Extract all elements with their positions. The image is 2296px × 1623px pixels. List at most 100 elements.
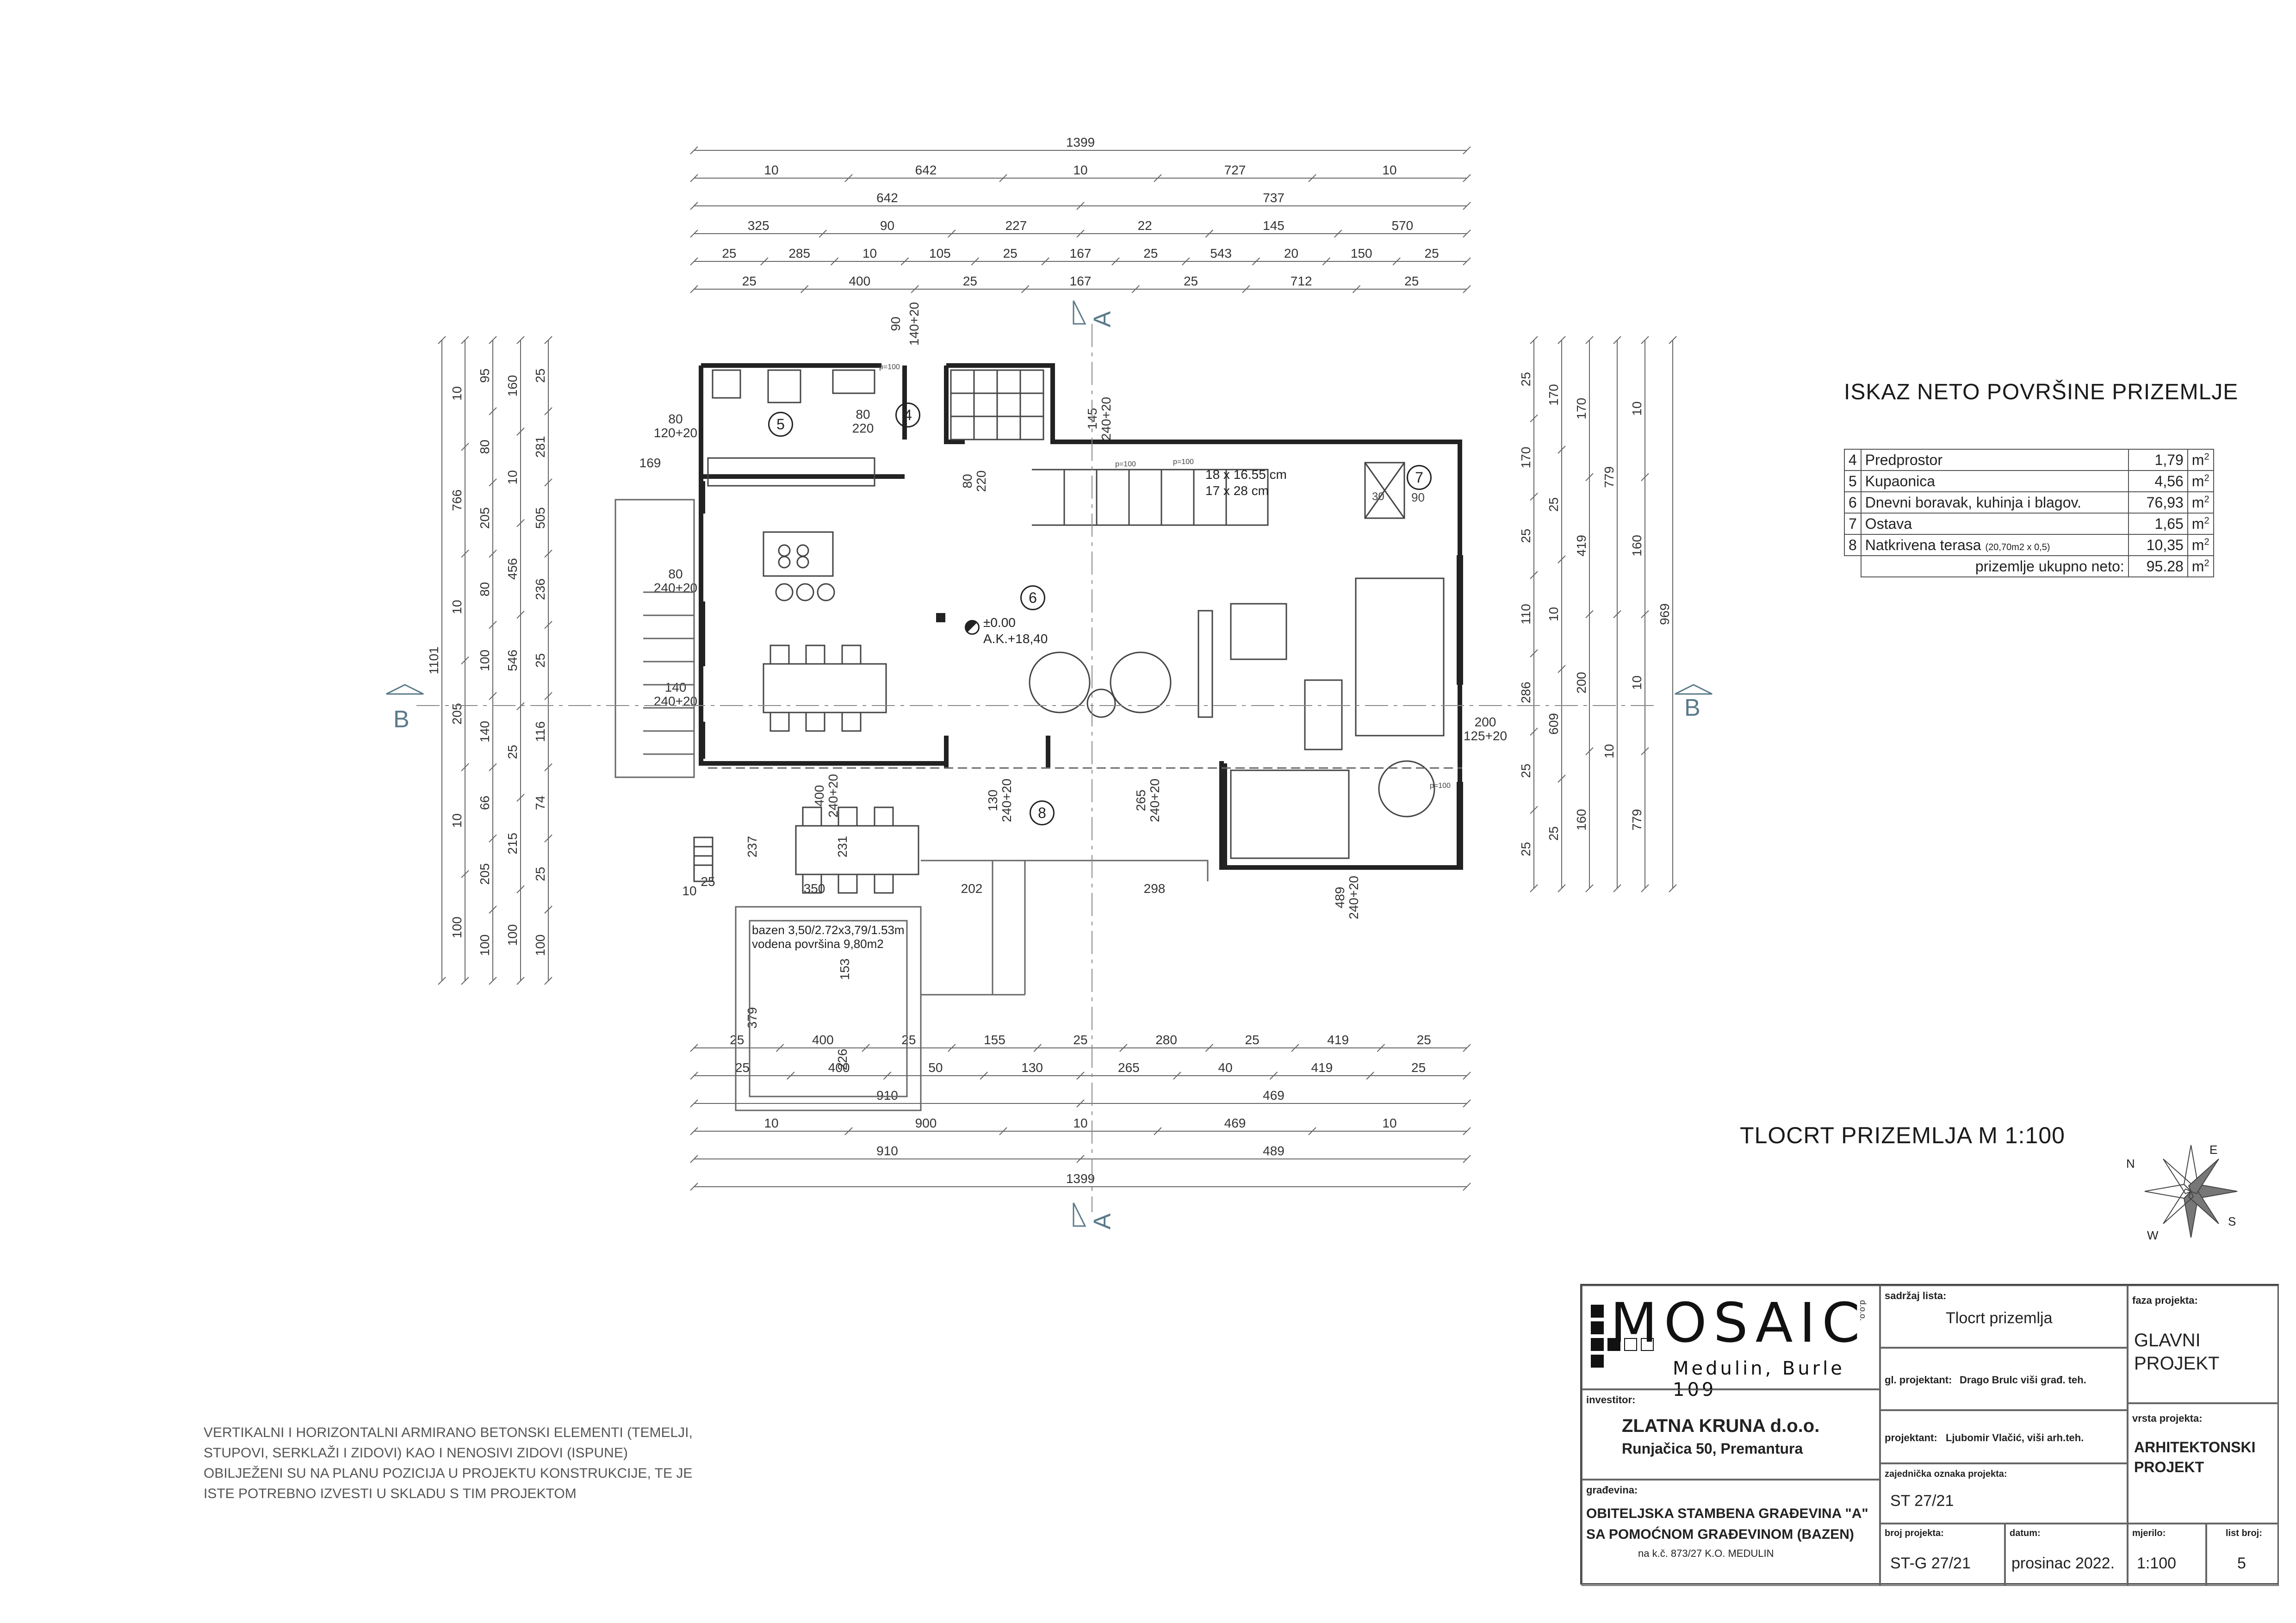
dimension-tick [489,336,497,344]
pool-dimension: 237 [745,836,759,858]
dimension-tick [516,885,525,893]
dimension-text: 286 [1519,681,1533,703]
opening-dimension: 240+20 [999,779,1014,822]
dimension-text: 25 [901,1033,916,1047]
dimension-text: 281 [533,436,547,458]
dimension-text: 25 [1519,372,1533,386]
dimension-tick [1392,257,1401,266]
dimension-tick [690,1155,698,1163]
dimension-text: 100 [478,935,492,956]
dimension-tick [544,407,552,415]
opening-dimension: 130 [986,790,1000,812]
project-number-label: broj projekta: [1885,1528,1944,1538]
type-cell: vrsta projekta: ARHITEKTONSKI PROJEKT [2128,1403,2279,1524]
dimension-tick [1530,414,1538,422]
dimension-text: 116 [533,721,547,742]
row-name: Kupaonica [1860,470,2129,492]
dimension-text: 546 [505,650,520,671]
dimension-tick [489,478,497,487]
opening-dimension: 489 [1333,887,1347,909]
dimension-text: 10 [863,246,877,260]
dimension-tick [438,336,446,344]
investor-name: ZLATNA KRUNA d.o.o. [1622,1416,1820,1436]
section-label-b-left: B [393,706,410,733]
dimension-text: 727 [1224,163,1246,177]
dimension-text: 160 [505,375,520,397]
dimension-tick [1463,202,1471,210]
dimension-text: 236 [533,578,547,600]
dimension-text: 910 [876,1088,898,1103]
row-name: Ostava [1860,513,2129,535]
level-text: ±0.00 [983,615,1016,630]
terrace-outline [614,499,1462,1111]
dimension-text: 10 [1630,675,1644,690]
dimension-tick [544,336,552,344]
section-label-a-bottom: A [1089,1213,1116,1230]
dimension-text: 110 [1519,604,1533,625]
dimension-text: 10 [764,1116,778,1130]
dimension-text: 227 [1005,218,1027,233]
dimension-text: 100 [533,935,547,956]
dimension-text: 25 [1411,1060,1426,1075]
dimension-tick [1308,1127,1316,1135]
dimension-text: 25 [730,1033,744,1047]
p100-2: p=100 [1115,460,1136,468]
row-name: Dnevni boravak, kuhinja i blagov. [1860,491,2129,514]
dimension-tick [1322,257,1331,266]
dimension-tick [1558,555,1566,564]
dimension-text: 10 [1073,1116,1087,1130]
dimension-text: 25 [533,867,547,881]
row-name: Predprostor [1860,449,2129,471]
dimension-text: 100 [478,650,492,671]
investor-label: investitor: [1586,1394,1636,1406]
investor-cell: investitor: ZLATNA KRUNA d.o.o. Runjačic… [1582,1389,1880,1480]
dimension-tick [516,519,525,527]
dimension-text: 419 [1327,1033,1349,1047]
dimension-text: 265 [1118,1060,1140,1075]
dimension-tick [1377,1044,1385,1052]
pool-dimension: 226 [835,1049,850,1071]
dimension-tick [1119,1044,1128,1052]
chief-designer-cell: gl. projektant: Drago Brulc viši građ. t… [1880,1348,2128,1410]
building-line-1: OBITELJSKA STAMBENA GRAĐEVINA "A" [1586,1506,1868,1521]
logo-cell: MOSAIC d.o.o. Medulin, Burle 109 [1582,1285,1880,1400]
note-line: STUPOVI, SERKLAŽI I ZIDOVI) KAO I NENOSI… [204,1445,628,1461]
dimension-tick [947,1044,956,1052]
date-label: datum: [2010,1528,2041,1538]
opening-dimension: 80 [668,567,683,581]
dimension-text: 205 [478,507,492,529]
dimension-text: 205 [478,863,492,885]
dimension-tick [800,285,809,293]
type-value-2: PROJEKT [2134,1459,2204,1475]
row-value: 76,93 [2128,491,2188,514]
dimension-tick [438,977,446,985]
dimension-tick [1530,806,1538,814]
chief-designer-label: gl. projektant: [1885,1374,1952,1386]
dimension-text: 489 [1263,1144,1285,1158]
row-value: 10,35 [2128,534,2188,556]
dimension-text: 25 [742,274,757,288]
logo-text: MOSAIC [1610,1291,1867,1355]
dimension-tick [1463,174,1471,182]
dimension-tick [1173,1072,1181,1080]
dimension-tick [489,407,497,415]
dimension-tick [787,1072,795,1080]
dimension-tick [999,1127,1007,1135]
dimension-text: 900 [915,1116,937,1130]
section-label-b-right: B [1684,694,1700,721]
dimension-tick [1613,884,1621,892]
dimension-tick [461,870,469,878]
building-line-3: na k.č. 873/27 K.O. MEDULIN [1638,1548,1774,1559]
dimension-text: 10 [1073,163,1087,177]
dimension-tick [461,336,469,344]
opening-dimension: 220 [974,471,988,492]
dimension-tick [1530,492,1538,501]
dimension-text: 150 [1351,246,1372,260]
dimension-tick [544,834,552,842]
dimension-tick [1585,610,1594,619]
dimension-tick [1558,665,1566,673]
dimension-tick [1334,229,1342,238]
dimension-tick [461,443,469,451]
